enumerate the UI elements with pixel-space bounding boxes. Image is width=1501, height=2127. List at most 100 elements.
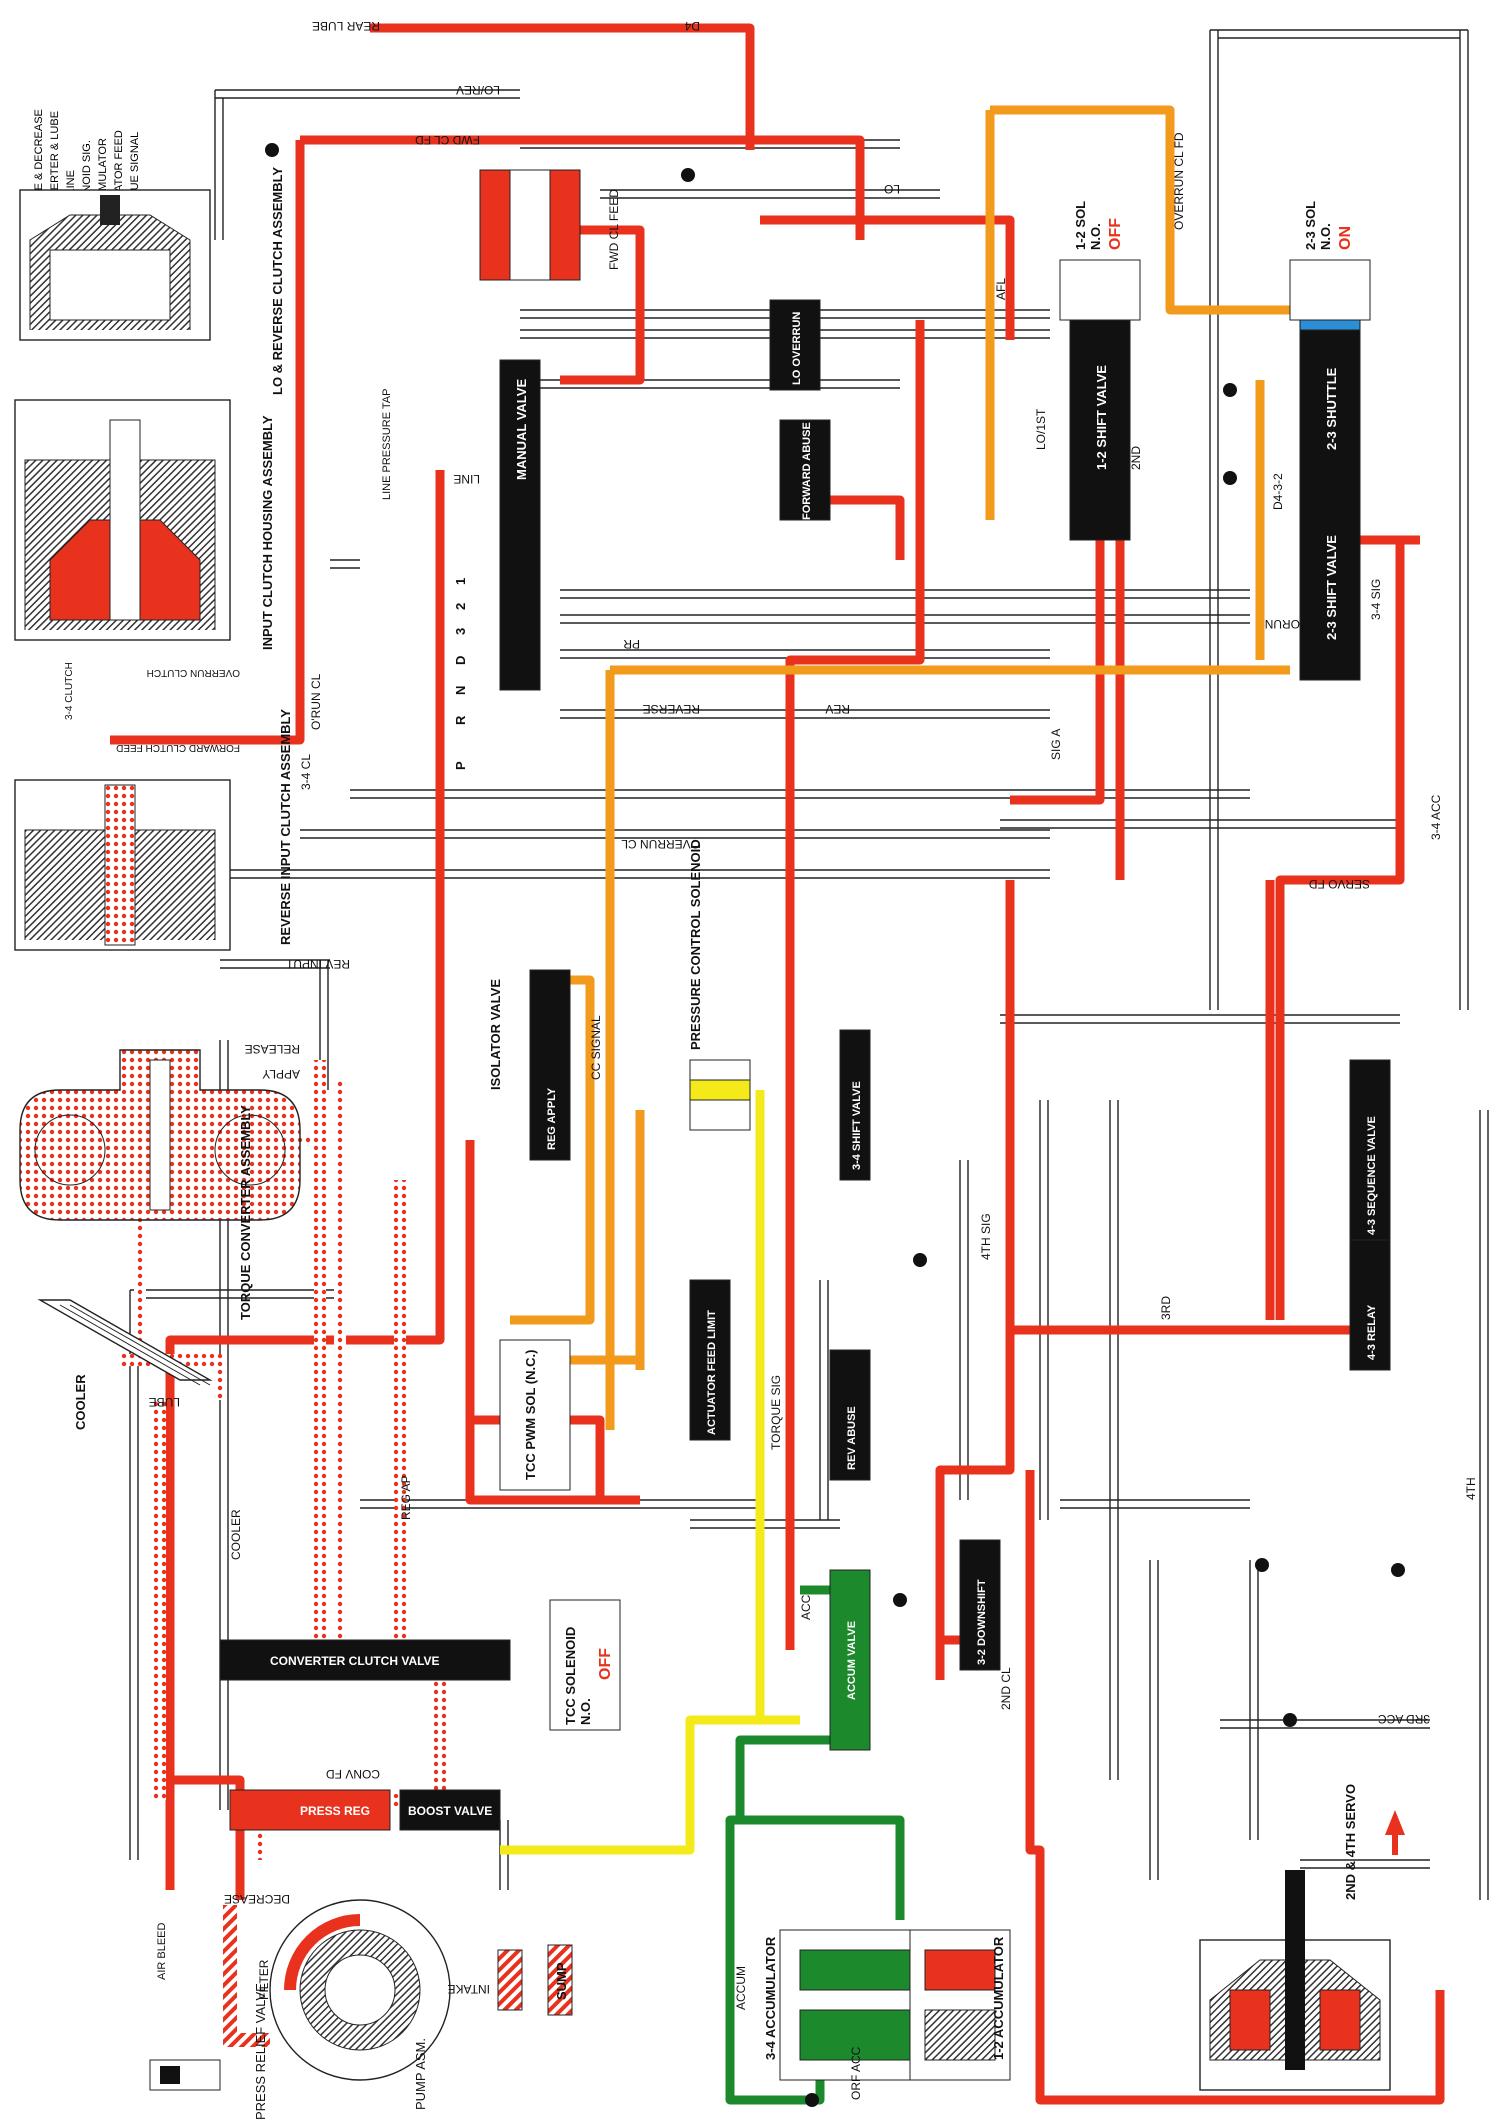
label-sig-a: SIG A <box>1049 729 1063 760</box>
torque-converter-assembly <box>19 1049 301 1221</box>
torque-sig-boost <box>500 1715 760 1855</box>
checkball-6 <box>1223 383 1237 397</box>
label-acc: ACC <box>799 1594 813 1620</box>
gear-n: N <box>453 686 468 695</box>
label-4th-sig: 4TH SIG <box>979 1213 993 1260</box>
mainline-d4-top <box>370 23 755 150</box>
lo-overrun-valve <box>769 299 821 391</box>
label-cooler: COOLER <box>73 1374 88 1430</box>
labels: LO & REVERSE CLUTCH ASSEMBLY INPUT CLUTC… <box>64 19 1478 2120</box>
label-fwd-cl-feed: FWD CL FEED <box>607 189 621 270</box>
label-press-relief: PRESS RELIEF VALVE <box>253 1983 268 2120</box>
label-lo-rev: LO/REV <box>456 83 500 97</box>
label-orun: ORUN <box>1265 617 1300 631</box>
label-pr: PR <box>623 637 640 651</box>
label-pump: PUMP ASM. <box>413 2038 428 2110</box>
tcc-sol-type: N.O. <box>578 1698 593 1725</box>
boost-valve <box>399 1789 501 1831</box>
label-acc34: 3-4 ACC <box>1429 794 1443 840</box>
label-manual-valve: MANUAL VALVE <box>514 379 529 480</box>
tcc-sol-name: TCC SOLENOID <box>563 1627 578 1725</box>
downshift-32-valve <box>959 1539 1001 1671</box>
afl-top <box>990 105 1300 315</box>
label-rev: REV <box>825 702 850 716</box>
shift-23-valve <box>1299 329 1361 681</box>
label-downshift-32: 3-2 DOWNSHIFT <box>976 1579 988 1665</box>
mainline-press-reg <box>170 1775 245 1900</box>
label-reg-apply: REG APPLY <box>546 1087 558 1150</box>
label-servo-fd: SERVO FD <box>1309 877 1370 891</box>
actuator-feed-valve <box>689 1279 731 1441</box>
label-sig34: 3-4 SIG <box>1369 579 1383 620</box>
label-input-clutch: INPUT CLUTCH HOUSING ASSEMBLY <box>260 415 275 650</box>
shift-12-valve <box>1069 319 1131 541</box>
tcc-pwm-body <box>499 1339 571 1491</box>
mainline-2nd-cl <box>1025 1470 1445 2105</box>
label-orun-cl: O'RUN CL <box>309 673 323 730</box>
accumulator-34 <box>779 1929 921 2081</box>
torque-signal-passages <box>500 1090 800 1855</box>
label-press-reg: PRESS REG <box>300 1804 370 1818</box>
label-conv-fd: CONV FD <box>326 1767 380 1781</box>
label-2nd: 2ND <box>1129 446 1143 470</box>
checkball-4 <box>1255 1558 1269 1572</box>
exhaust-passages <box>129 29 1489 1900</box>
label-shift-12: 1-2 SHIFT VALVE <box>1094 365 1109 470</box>
mainline-d4-manual <box>560 225 645 385</box>
label-apply: APPLY <box>262 1067 300 1081</box>
label-line: LINE <box>453 472 480 486</box>
converter-clutch-valve <box>219 1639 511 1681</box>
sol12-name: 1-2 SOL <box>1073 201 1088 250</box>
label-line-pressure-tap: LINE PRESSURE TAP <box>381 389 393 500</box>
label-lo: LO <box>884 182 900 196</box>
label-lube: LUBE <box>149 1395 180 1409</box>
checkball-8 <box>893 1593 907 1607</box>
label-decrease: DECREASE <box>224 1892 290 1906</box>
label-fwd-cl-fd: FWD CL FD <box>415 133 480 147</box>
gear-d: D <box>453 656 468 665</box>
lo-reverse-clutch-assembly <box>19 189 211 341</box>
mainline-2nd-servo <box>1275 540 1405 1320</box>
label-reverse-input: REVERSE INPUT CLUTCH ASSEMBLY <box>278 709 293 945</box>
label-accum: ACCUM <box>734 1966 748 2010</box>
tcc-sol-state: OFF <box>597 1648 614 1680</box>
gear-1: 1 <box>453 578 468 585</box>
gear-3: 3 <box>453 628 468 635</box>
mainline-passages <box>110 23 1445 2105</box>
label-sump: SUMP <box>554 1962 569 2000</box>
sol12-state: OFF <box>1107 218 1124 250</box>
shift-34-valve <box>839 1029 871 1181</box>
sol12-type: N.O. <box>1088 223 1103 250</box>
sequence-43-valve <box>1349 1059 1391 1241</box>
gear-2: 2 <box>453 603 468 610</box>
mainline-fwd-cl-fd <box>300 135 865 240</box>
label-torque-sig: TORQUE SIG <box>769 1375 783 1450</box>
label-lo-1st: LO/1ST <box>1034 408 1048 450</box>
servo-arrow-icon <box>1385 1810 1405 1855</box>
accumulator-12 <box>909 1929 1011 2081</box>
pump-assembly <box>269 1899 451 2081</box>
label-d432: D4-3-2 <box>1271 473 1285 510</box>
label-34-clutch: 3-4 CLUTCH <box>64 662 75 720</box>
afl-isolator <box>510 975 595 1325</box>
cooler-assembly <box>37 1299 213 1386</box>
checkball-5 <box>1223 471 1237 485</box>
label-rev-input: REV INPUT <box>285 957 350 971</box>
label-boost: BOOST VALVE <box>408 1804 492 1818</box>
label-overrun-cl-fd: OVERRUN CL FD <box>1172 132 1186 230</box>
label-air-bleed: AIR BLEED <box>156 1922 168 1980</box>
label-overrun-clutch: OVERRUN CLUTCH <box>147 667 240 678</box>
gear-r: R <box>453 715 468 725</box>
checkballs <box>265 143 1405 2107</box>
label-orf-acc: ORF ACC <box>849 2046 863 2100</box>
label-servo: 2ND & 4TH SERVO <box>1343 1784 1358 1900</box>
gear-p: P <box>453 761 468 770</box>
label-3rd-acc: 3RD ACC <box>1378 1712 1430 1726</box>
valve-bodies <box>219 169 1391 1831</box>
tcc-solenoid-body <box>549 1599 621 1731</box>
checkball-12 <box>681 168 695 182</box>
manual-valve <box>499 359 541 691</box>
label-release: RELEASE <box>245 1042 300 1056</box>
label-accum-valve: ACCUM VALVE <box>846 1621 858 1700</box>
